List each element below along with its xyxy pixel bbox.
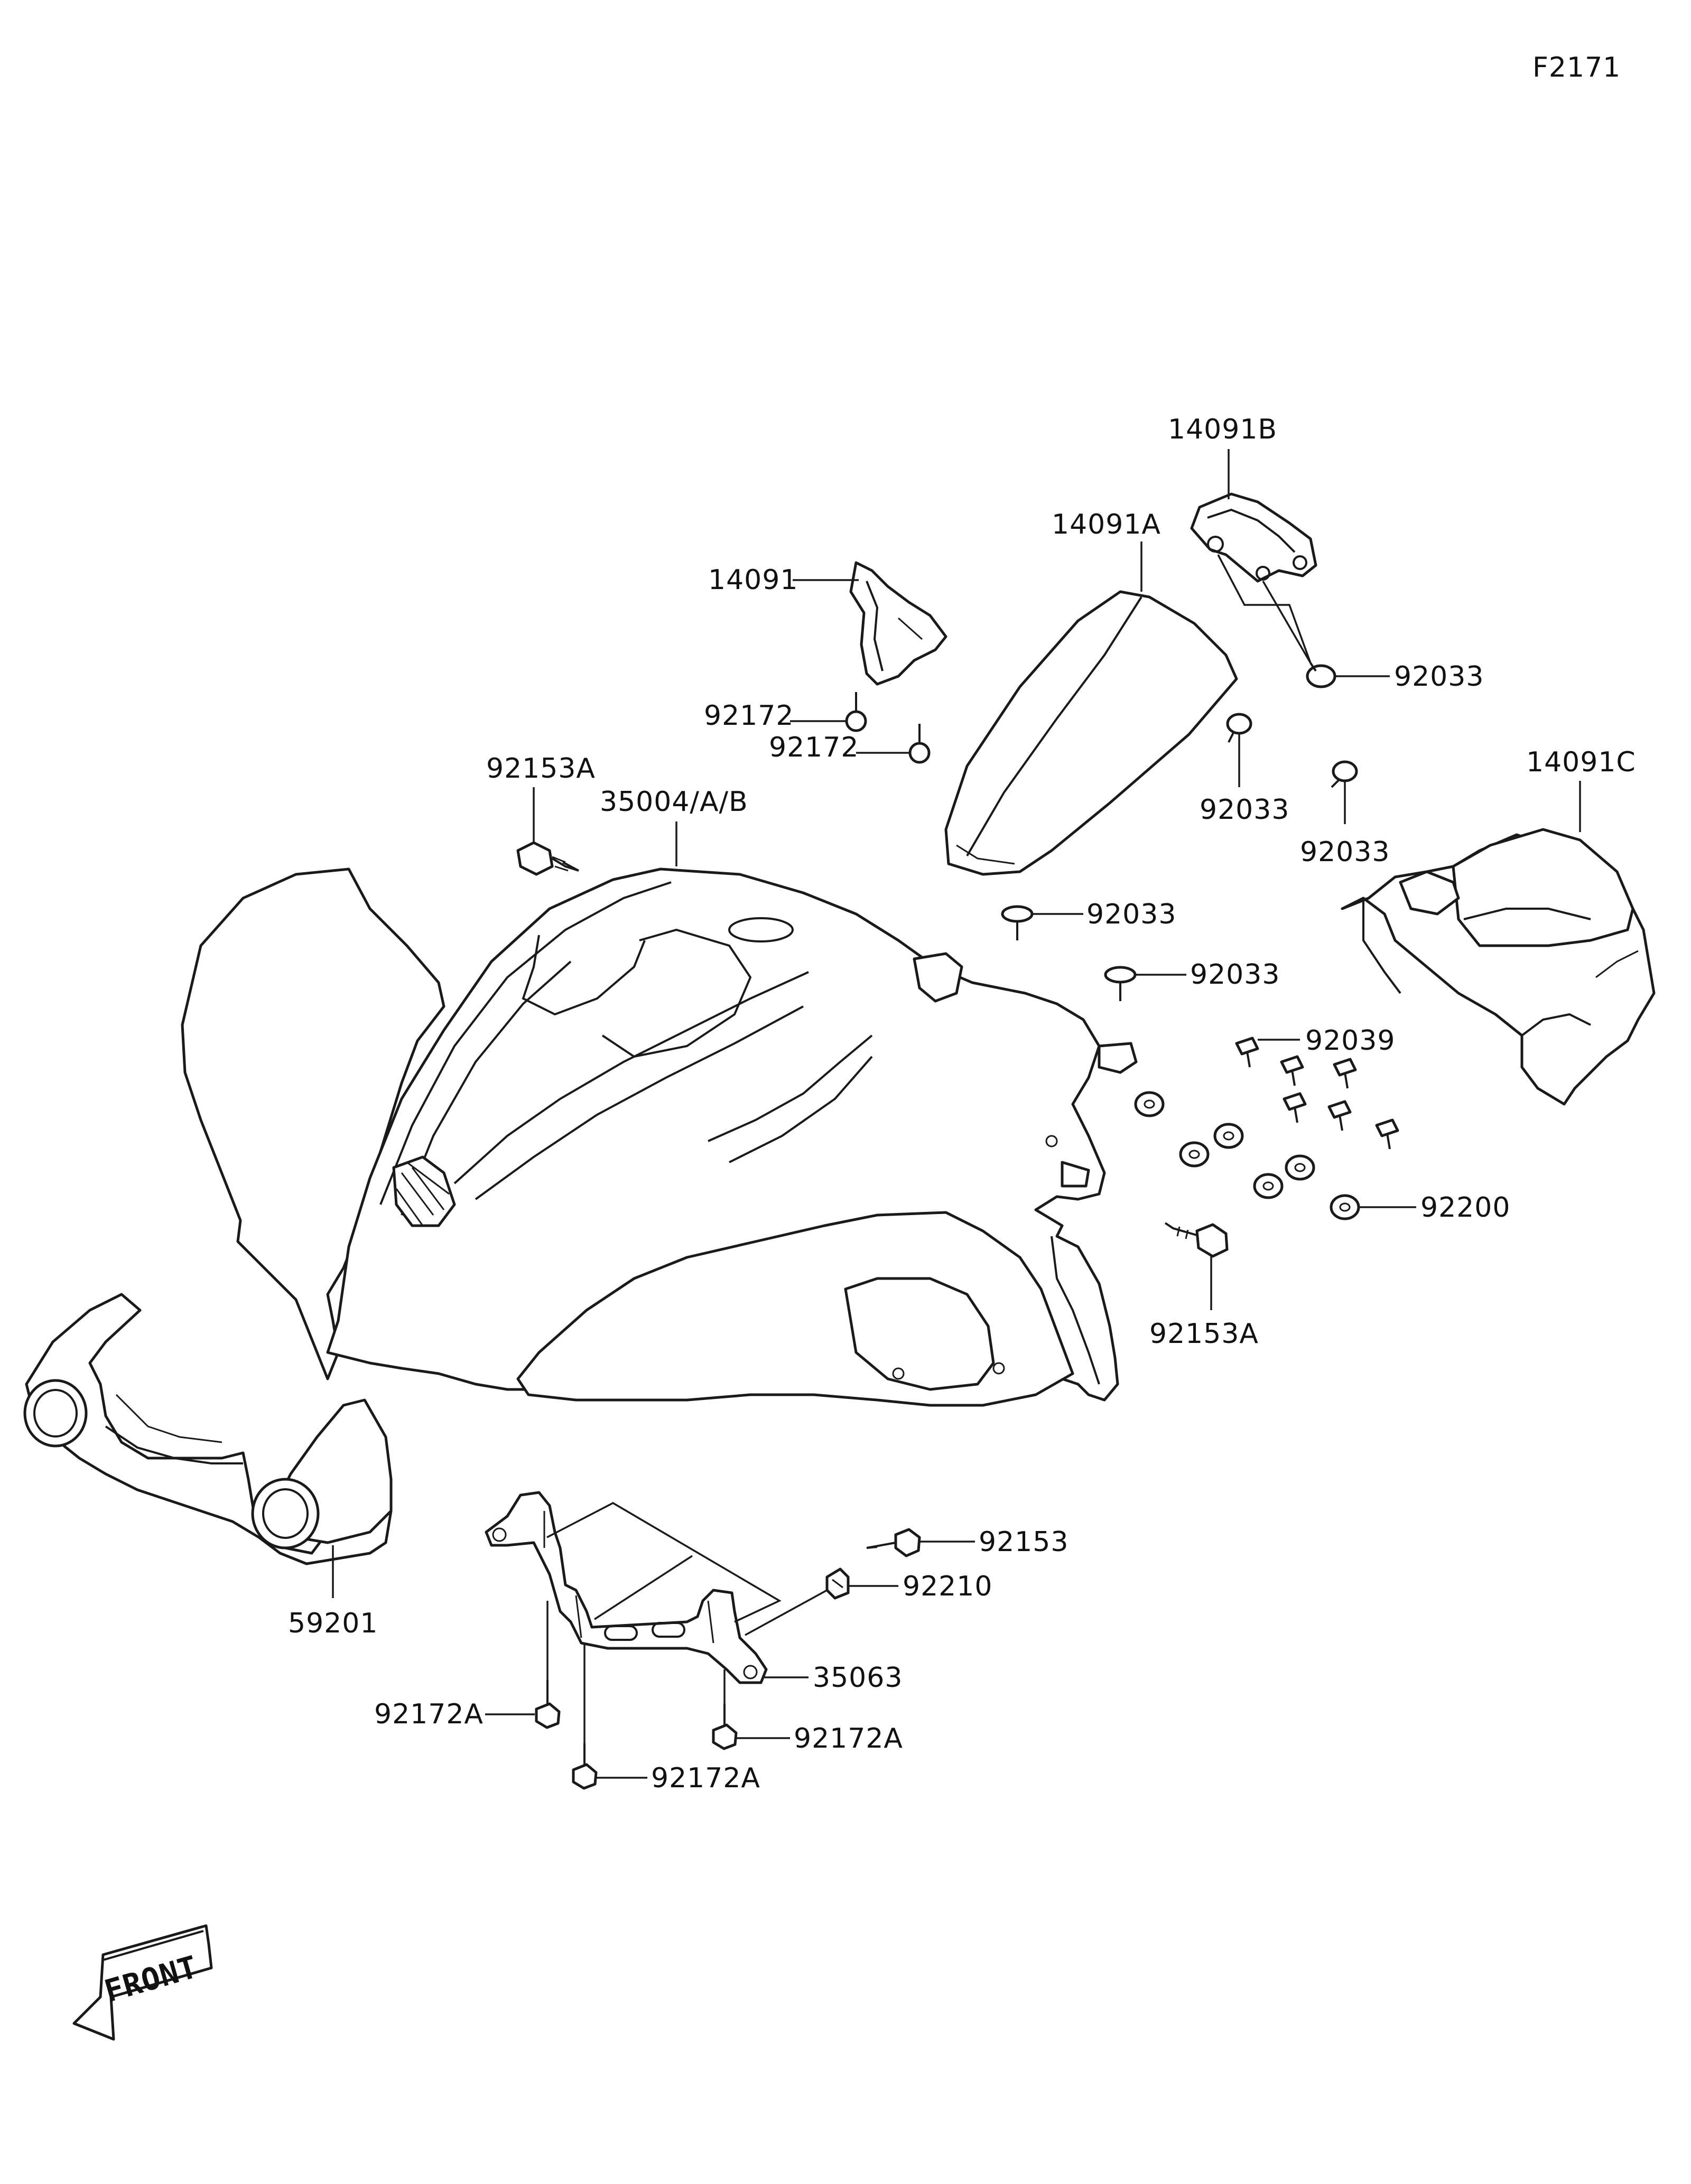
label-92172A-a: 92172A — [374, 1698, 484, 1730]
grommet-92033-a[interactable] — [1306, 662, 1336, 688]
label-14091: 14091 — [708, 564, 798, 596]
bolt-92172A-b[interactable] — [712, 1704, 738, 1750]
label-92172-b: 92172 — [769, 732, 859, 763]
bolt-92153A-a[interactable] — [516, 841, 579, 876]
part-14091[interactable] — [849, 561, 947, 686]
part-59201-headlight[interactable] — [23, 1293, 393, 1565]
label-92039: 92039 — [1305, 1025, 1395, 1057]
part-14091C[interactable] — [1341, 828, 1656, 1106]
part-14091B[interactable] — [1190, 492, 1317, 583]
grommet-92033-d[interactable] — [1001, 905, 1034, 940]
bolt-92153A-b[interactable] — [1164, 1222, 1229, 1258]
screw-92172-b[interactable] — [908, 724, 931, 764]
front-direction-marker: FRONT — [72, 1924, 213, 2041]
label-14091B: 14091B — [1168, 414, 1277, 445]
label-92033-d: 92033 — [1086, 899, 1176, 930]
label-92033-a: 92033 — [1394, 661, 1484, 693]
bolt-92172A-c[interactable] — [572, 1743, 598, 1790]
label-92033-b: 92033 — [1200, 794, 1289, 826]
label-92153A-a: 92153A — [486, 753, 596, 785]
label-92172A-c: 92172A — [651, 1762, 760, 1794]
label-35063: 35063 — [813, 1662, 903, 1694]
label-92153A-b: 92153A — [1149, 1318, 1259, 1350]
washer-92200-group[interactable] — [1134, 1091, 1360, 1220]
label-59201: 59201 — [288, 1608, 378, 1639]
label-92172-a: 92172 — [704, 700, 794, 732]
grommet-92033-c[interactable] — [1331, 760, 1358, 788]
screw-92172-a[interactable] — [845, 692, 867, 732]
label-92033-e: 92033 — [1190, 959, 1280, 991]
nut-92210[interactable] — [825, 1567, 850, 1600]
diagram-id: F2171 — [1532, 52, 1621, 83]
bolt-92153[interactable] — [866, 1528, 921, 1557]
label-92172A-b: 92172A — [794, 1723, 903, 1754]
grommet-92033-b[interactable] — [1226, 713, 1252, 743]
label-92210: 92210 — [903, 1571, 992, 1602]
part-35004-front-fender[interactable] — [181, 867, 1138, 1407]
grommet-92033-e[interactable] — [1104, 966, 1137, 1001]
label-92033-c: 92033 — [1300, 836, 1390, 868]
label-92200: 92200 — [1420, 1192, 1510, 1224]
part-14091A[interactable] — [944, 590, 1238, 876]
bolt-92172A-a[interactable] — [535, 1680, 561, 1729]
part-35063-bracket[interactable] — [485, 1491, 768, 1684]
label-14091C: 14091C — [1526, 746, 1636, 778]
clip-92039-group[interactable] — [1235, 1037, 1399, 1150]
label-14091A: 14091A — [1052, 509, 1161, 540]
label-92153: 92153 — [979, 1526, 1069, 1558]
label-35004: 35004/A/B — [600, 786, 748, 818]
